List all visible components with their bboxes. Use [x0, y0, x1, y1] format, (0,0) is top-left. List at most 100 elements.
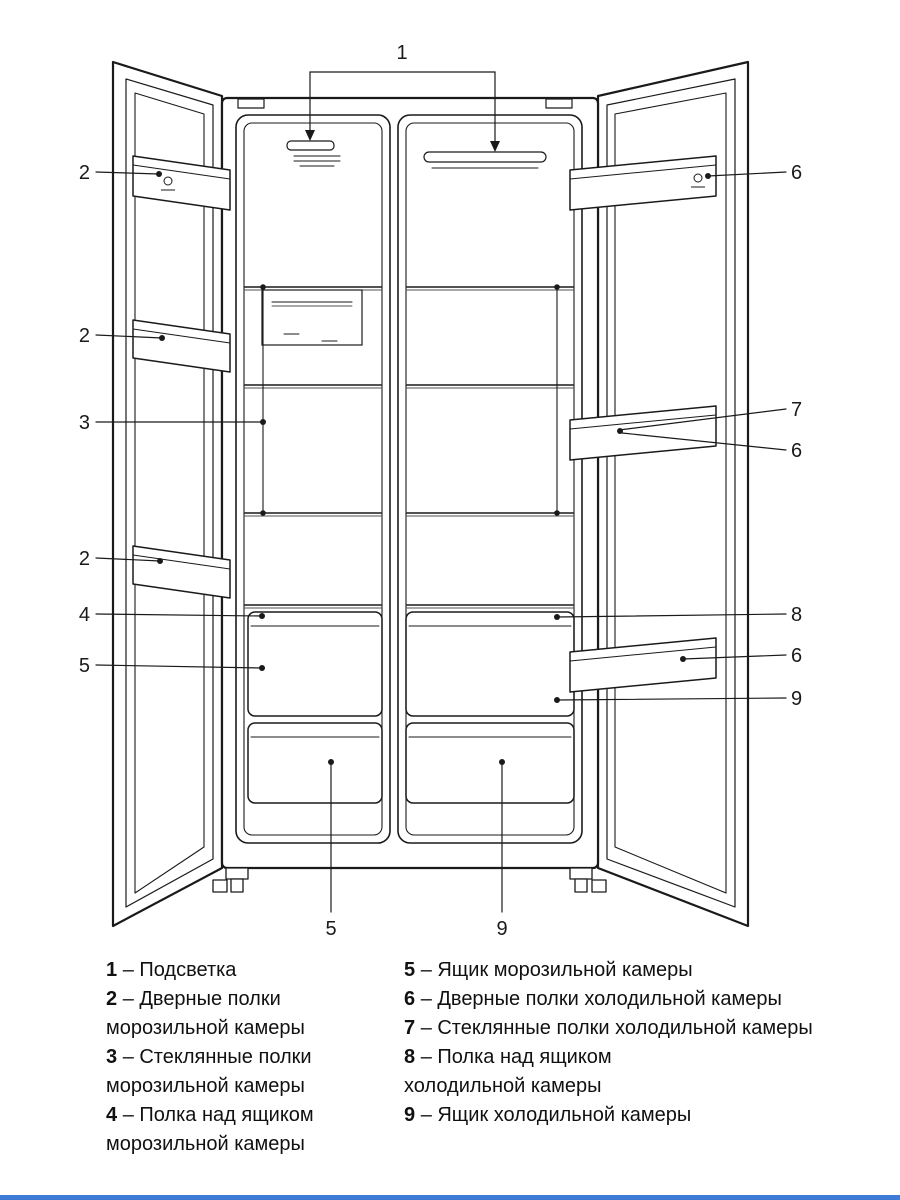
callout-6a-leader: [707, 171, 787, 177]
right-foot-bracket: [569, 867, 593, 880]
freezer-frame-outer: [235, 114, 391, 844]
base-hardware: [212, 867, 607, 893]
legend: 1 – Подсветка 2 – Дверные полки морозиль…: [106, 956, 884, 1159]
freezer-lamp: [286, 140, 335, 151]
freezer-interior: [244, 140, 383, 804]
callout-label-2a: 2: [79, 162, 90, 184]
left-foot-bracket: [225, 867, 249, 880]
brand-logo-icon: [161, 176, 175, 191]
right-door-bin-2-rim: [569, 414, 717, 430]
legend-text: – Подсветка: [122, 959, 237, 981]
right-door-bin-1: [569, 155, 717, 211]
left-door-panel: [125, 78, 214, 908]
left-door-bin-2-rim: [132, 328, 231, 344]
legend-item-7: 7 – Стеклянные полки холодильной камеры: [404, 1014, 884, 1043]
fridge-frame-inner: [405, 122, 575, 836]
right-door-bin-3: [569, 637, 717, 693]
legend-number: 6: [404, 988, 416, 1010]
left-door-hinge: [212, 879, 228, 893]
legend-item-5: 5 – Ящик морозильной камеры: [404, 956, 884, 985]
top-hinge-plate-left: [237, 98, 265, 109]
left-door-bin-1-rim: [132, 164, 231, 180]
callout-6b-leader: [621, 432, 787, 451]
legend-item-4: 4 – Полка над ящиком морозильной камеры: [106, 1101, 404, 1159]
callout-dot: [705, 173, 711, 179]
left-door-bin-3-rim: [132, 554, 231, 570]
callout-2b-leader: [95, 334, 163, 339]
legend-number: 5: [404, 959, 416, 981]
callout-2c-leader: [95, 557, 161, 562]
marker-dot: [260, 510, 266, 516]
legend-text: – Ящик холодильной камеры: [420, 1104, 692, 1126]
fridge-interior: [405, 151, 575, 804]
callout-dot: [680, 656, 686, 662]
legend-column-right: 5 – Ящик морозильной камеры 6 – Дверные …: [404, 956, 884, 1159]
callout-dot: [328, 759, 334, 765]
callout-dot: [259, 665, 265, 671]
callout-dot: [157, 558, 163, 564]
cabinet: [220, 96, 600, 870]
right-door-panel: [606, 78, 736, 908]
left-foot: [230, 878, 244, 893]
freezer-bottom-drawer: [247, 722, 383, 804]
callouts: [95, 71, 787, 913]
left-door-gasket: [134, 92, 205, 894]
legend-text: – Дверные полки холодильной камеры: [420, 988, 782, 1010]
cabinet-body: [220, 96, 600, 870]
callout-dot: [554, 614, 560, 620]
legend-text: – Стеклянные полки морозильной камеры: [106, 1046, 312, 1097]
right-door-hinge: [591, 879, 607, 893]
ice-box: [261, 289, 363, 346]
left-door-bin-1: [132, 155, 231, 211]
bottom-accent-bar: [0, 1195, 900, 1200]
callout-8-leader: [556, 613, 787, 618]
legend-text: – Дверные полки морозильной камеры: [106, 988, 305, 1039]
callout-label-9: 9: [791, 688, 802, 710]
legend-column-left: 1 – Подсветка 2 – Дверные полки морозиль…: [106, 956, 404, 1159]
callout-dot: [159, 335, 165, 341]
callout-label-8: 8: [791, 604, 802, 626]
callout-dot: [259, 613, 265, 619]
callout-6c-leader: [682, 654, 787, 660]
legend-number: 2: [106, 988, 118, 1010]
callout-label-5: 5: [79, 655, 90, 677]
legend-text: – Полка над ящиком холодильной камеры: [404, 1046, 612, 1097]
fridge-bottom-drawer: [405, 722, 575, 804]
callout-label-9b: 9: [496, 918, 507, 940]
callout-label-3: 3: [79, 412, 90, 434]
callout-4-leader: [95, 613, 263, 617]
callout-1-right-arrow: [490, 141, 500, 152]
callout-1-left-arrow: [305, 130, 315, 141]
legend-number: 8: [404, 1046, 416, 1068]
legend-item-3: 3 – Стеклянные полки морозильной камеры: [106, 1043, 404, 1101]
right-foot: [574, 878, 588, 893]
callout-label-6b: 6: [791, 440, 802, 462]
top-hinge-plate-right: [545, 98, 573, 109]
callout-label-1: 1: [396, 42, 407, 64]
callout-7-leader: [618, 408, 787, 431]
left-door-outline: [111, 60, 224, 928]
callout-dot: [554, 697, 560, 703]
callout-label-6c: 6: [791, 645, 802, 667]
legend-number: 3: [106, 1046, 118, 1068]
door-bins: [132, 155, 717, 693]
callout-dot: [156, 171, 162, 177]
right-door-bin-3-rim: [569, 646, 717, 662]
callout-2a-leader: [95, 171, 160, 175]
legend-item-6: 6 – Дверные полки холодильной камеры: [404, 985, 884, 1014]
freezer-frame-inner: [243, 122, 383, 836]
legend-text: – Полка над ящиком морозильной камеры: [106, 1104, 314, 1155]
fridge-frame-outer: [397, 114, 583, 844]
legend-item-8: 8 – Полка над ящиком холодильной камеры: [404, 1043, 884, 1101]
fridge-diagram: 1 2 2 3 2 4 5 6 7 6 8 6 9 5 9: [79, 42, 802, 940]
legend-item-1: 1 – Подсветка: [106, 956, 404, 985]
right-door-gasket: [614, 92, 727, 894]
right-door: [596, 60, 750, 928]
callout-label-2c: 2: [79, 548, 90, 570]
legend-number: 4: [106, 1104, 118, 1126]
callout-label-2b: 2: [79, 325, 90, 347]
brand-logo-icon: [691, 173, 705, 188]
callout-label-4: 4: [79, 604, 90, 626]
left-door: [111, 60, 224, 928]
